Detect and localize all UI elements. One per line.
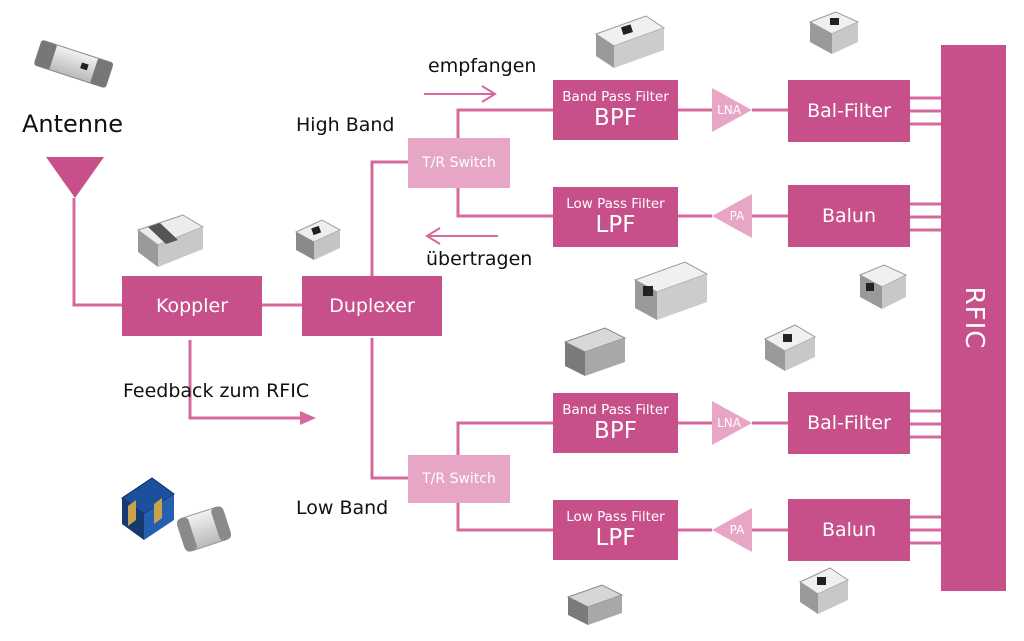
high-balun-rfic-lines <box>910 202 941 232</box>
lpf-low-chip-icon <box>566 584 624 625</box>
high-balun-block: Balun <box>788 185 910 247</box>
coupler-block: Koppler <box>122 276 262 336</box>
low-low-pass-filter: Low Pass Filter LPF <box>553 500 678 560</box>
high-pa-label: PA <box>729 209 745 223</box>
inductor-chip-icon <box>121 477 175 540</box>
low-bal-filter-block: Bal-Filter <box>788 392 910 454</box>
low-bpf-main-label: BPF <box>594 417 637 444</box>
high-lna-label: LNA <box>717 103 741 117</box>
high-lna-amplifier-icon <box>712 88 752 132</box>
feedback-arrowhead <box>300 411 316 425</box>
low-lna-amplifier-icon <box>712 401 752 445</box>
receive-arrow <box>424 85 497 103</box>
balun-high-chip-icon <box>858 264 908 309</box>
feedback-line <box>188 340 300 420</box>
duplexer-chip-icon <box>294 219 342 260</box>
low-band-switch: T/R Switch <box>408 455 510 503</box>
rfic-block: RFIC <box>941 45 1006 591</box>
bpf-high-chip-icon <box>594 15 666 68</box>
duplexer-high-line <box>370 160 408 280</box>
transmit-label: übertragen <box>426 248 533 270</box>
low-balun-block: Balun <box>788 499 910 561</box>
feedback-label: Feedback zum RFIC <box>123 380 310 402</box>
bpf-low-chip-icon <box>563 327 627 376</box>
low-band-label: Low Band <box>296 497 389 519</box>
low-pa-label: PA <box>729 523 745 537</box>
low-balun-rfic-lines <box>910 515 941 545</box>
ceramic-chip-icon <box>176 506 232 552</box>
low-pa-amplifier-icon <box>712 508 752 552</box>
high-rx-line <box>456 108 553 138</box>
balun-low-chip-icon <box>798 567 850 614</box>
high-bpf-sub-label: Band Pass Filter <box>562 88 669 105</box>
high-lpf-main-label: LPF <box>595 211 636 238</box>
antenna-feed-line <box>72 198 122 307</box>
low-tx-line <box>456 500 553 532</box>
duplexer-block: Duplexer <box>302 276 442 336</box>
low-lpf-main-label: LPF <box>595 524 636 551</box>
lpf-high-chip-icon <box>633 261 709 320</box>
low-band-pass-filter: Band Pass Filter BPF <box>553 393 678 453</box>
high-tx-line <box>456 188 553 218</box>
high-lpf-sub-label: Low Pass Filter <box>566 195 665 212</box>
antenna-label: Antenne <box>22 110 123 138</box>
antenna-chip-icon <box>34 40 114 88</box>
connection-lines <box>72 96 941 545</box>
rfic-label: RFIC <box>958 286 989 350</box>
bal-filter-high-chip-icon <box>808 11 860 54</box>
duplexer-low-line <box>370 338 408 480</box>
high-low-pass-filter: Low Pass Filter LPF <box>553 187 678 247</box>
high-bpf-main-label: BPF <box>594 104 637 131</box>
component-chip-icons <box>34 11 908 625</box>
high-bal-filter-block: Bal-Filter <box>788 80 910 142</box>
low-bpf-sub-label: Band Pass Filter <box>562 401 669 418</box>
low-rx-line <box>456 421 553 455</box>
coupler-chip-icon <box>136 214 205 267</box>
transmit-arrow <box>425 227 498 245</box>
receive-label: empfangen <box>428 55 537 77</box>
high-band-pass-filter: Band Pass Filter BPF <box>553 80 678 140</box>
high-pa-amplifier-icon <box>712 194 752 238</box>
high-bal-rfic-lines <box>910 96 941 126</box>
low-bal-rfic-lines <box>910 409 941 439</box>
bal-filter-low-chip-icon <box>763 324 817 371</box>
low-lna-label: LNA <box>717 416 741 430</box>
low-lpf-sub-label: Low Pass Filter <box>566 508 665 525</box>
high-band-label: High Band <box>296 114 395 136</box>
high-band-switch: T/R Switch <box>408 138 510 188</box>
antenna-icon <box>46 157 104 198</box>
